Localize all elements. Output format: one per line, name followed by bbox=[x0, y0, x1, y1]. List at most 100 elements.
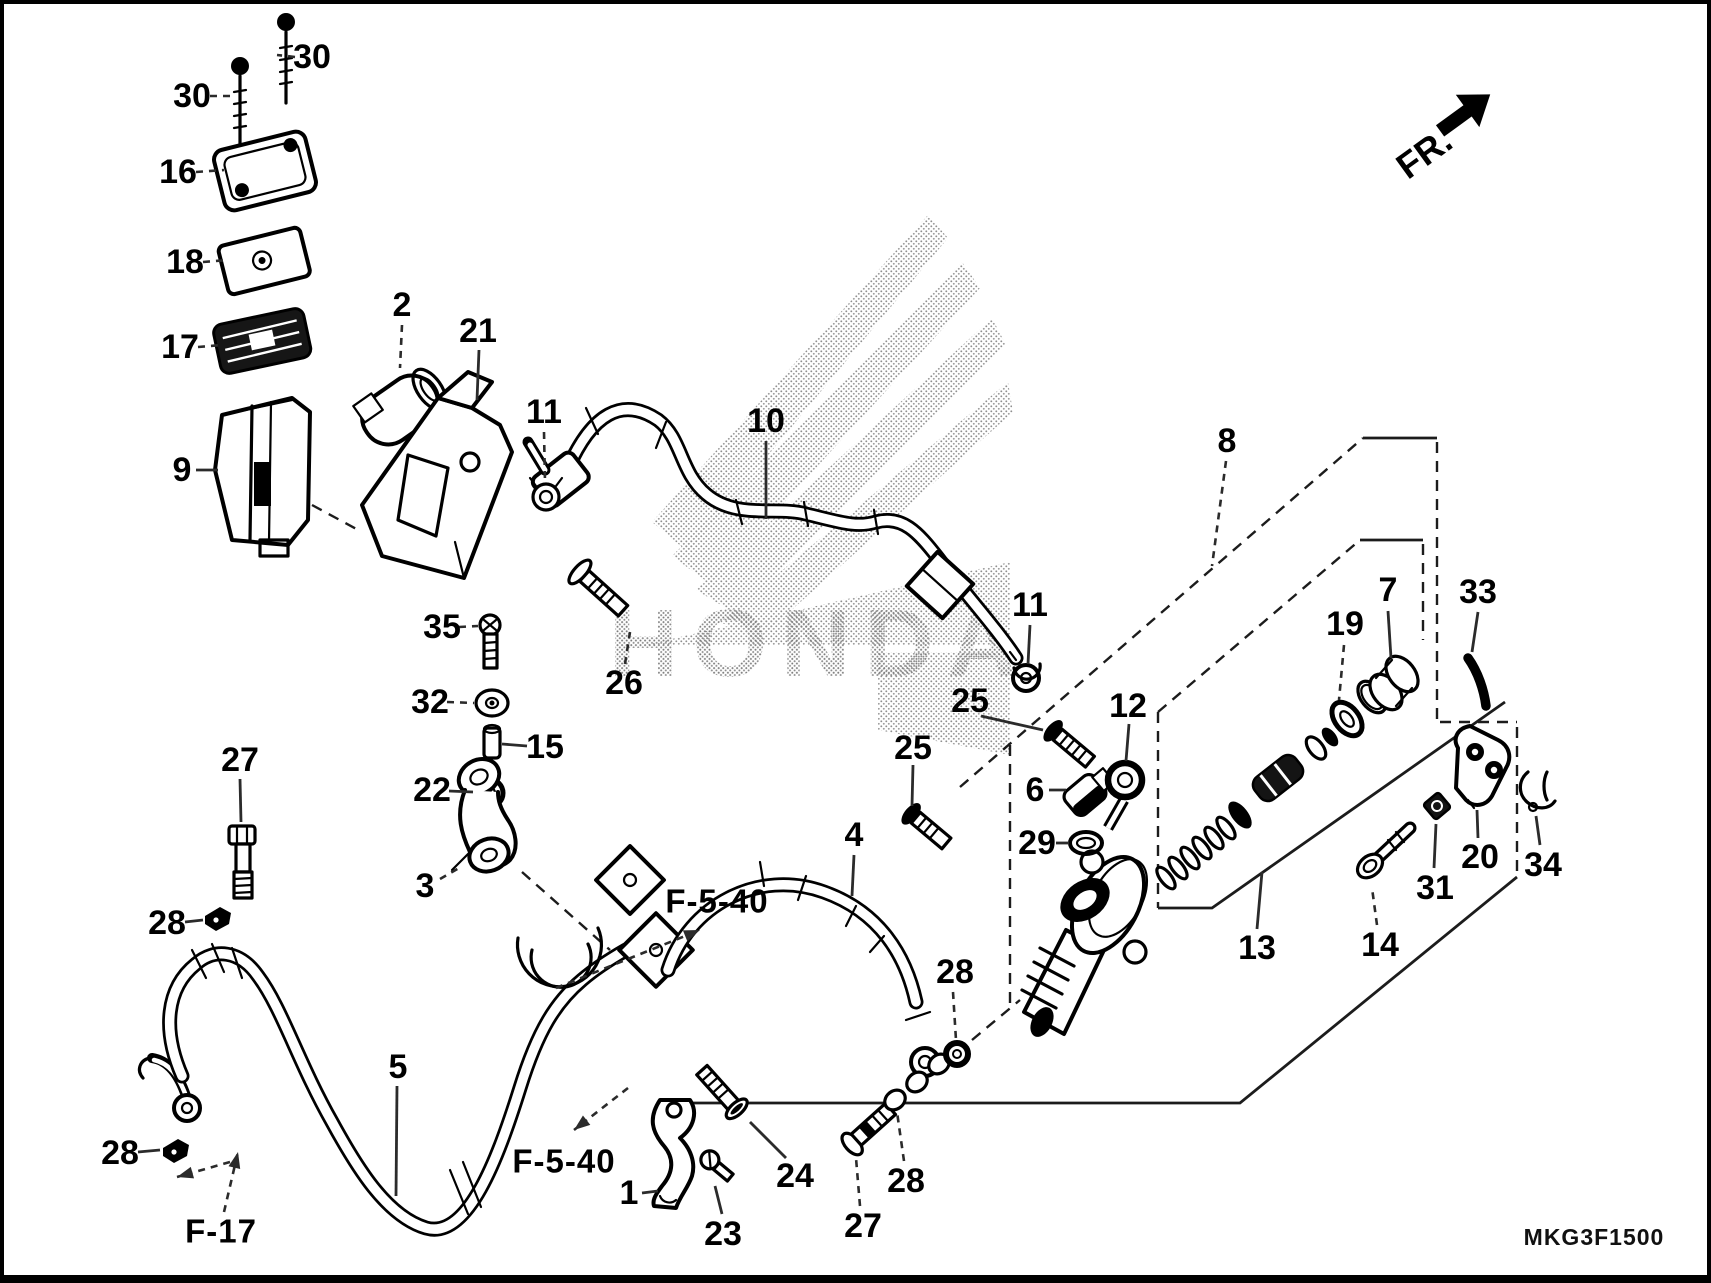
leader-line-part-1 bbox=[641, 1189, 659, 1195]
leader-line-part-17 bbox=[197, 343, 223, 349]
leader-line-part-19 bbox=[1337, 644, 1346, 701]
part-number-8: 8 bbox=[1218, 422, 1237, 460]
fr-arrow-icon bbox=[1435, 94, 1491, 137]
part-number-2: 2 bbox=[393, 286, 412, 324]
part-number-24: 24 bbox=[776, 1157, 814, 1195]
part-number-28: 28 bbox=[101, 1134, 139, 1172]
pipe-clamp-left-drawing bbox=[528, 476, 564, 512]
piston-cup-drawing bbox=[1368, 654, 1420, 712]
part-number-28: 28 bbox=[936, 953, 974, 991]
leader-line-part-24 bbox=[749, 1121, 787, 1159]
part-number-9: 9 bbox=[173, 451, 192, 489]
leader-line-part-14 bbox=[1370, 887, 1379, 926]
part-number-20: 20 bbox=[1461, 838, 1499, 876]
leader-line-part-28 bbox=[184, 918, 204, 924]
reservoir-screw-right-drawing bbox=[277, 13, 295, 105]
fr-direction-indicator: FR. bbox=[1389, 94, 1491, 187]
leader-line-part-25 bbox=[910, 764, 915, 807]
part-number-30: 30 bbox=[173, 77, 211, 115]
part-number-4: 4 bbox=[845, 816, 864, 854]
leader-line-part-27 bbox=[854, 1157, 862, 1207]
leader-line-part-32 bbox=[446, 700, 475, 705]
part-number-17: 17 bbox=[161, 328, 199, 366]
reference-labels-layer: F-5-40F-5-40F-17 bbox=[176, 883, 768, 1250]
leader-line-part-28 bbox=[951, 991, 958, 1041]
part-number-16: 16 bbox=[159, 153, 197, 191]
part-number-25: 25 bbox=[951, 682, 989, 720]
diaphragm-drawing bbox=[212, 307, 313, 375]
reservoir-screw-left-drawing bbox=[231, 57, 249, 147]
joint-bolt-drawing bbox=[1355, 821, 1417, 880]
mid-oil-bolt-drawing bbox=[840, 1101, 898, 1157]
part-number-25: 25 bbox=[894, 729, 932, 767]
reservoir-drawing bbox=[213, 396, 312, 558]
leader-line-part-18 bbox=[202, 258, 229, 264]
sealing-washers-drawing bbox=[883, 1052, 951, 1112]
part-number-3: 3 bbox=[416, 867, 435, 905]
reference-label-f-17: F-17 bbox=[185, 1213, 257, 1250]
leader-line-part-26 bbox=[623, 631, 632, 665]
hose-end-fitting-drawing bbox=[137, 1053, 202, 1123]
reservoir-cap-drawing bbox=[212, 129, 318, 213]
bracket-cover-drawing bbox=[360, 370, 514, 580]
part-number-11: 11 bbox=[526, 393, 562, 431]
part-number-30: 30 bbox=[293, 38, 331, 76]
leader-line-part-31 bbox=[1432, 823, 1438, 869]
joint-nut-small-drawing bbox=[1422, 791, 1452, 821]
part-number-19: 19 bbox=[1326, 605, 1364, 643]
cap-plate-drawing bbox=[216, 225, 312, 297]
part-number-31: 31 bbox=[1416, 869, 1454, 907]
leader-line-part-28 bbox=[137, 1148, 161, 1154]
part-number-32: 32 bbox=[411, 683, 449, 721]
part-number-28: 28 bbox=[148, 904, 186, 942]
part-number-1: 1 bbox=[620, 1174, 639, 1212]
stay-bracket-drawing bbox=[650, 1098, 697, 1210]
part-number-18: 18 bbox=[166, 243, 204, 281]
leader-line-part-33 bbox=[1470, 611, 1480, 653]
reference-arrowhead-icon-1 bbox=[574, 1115, 591, 1130]
pipe-screw-drawing bbox=[567, 558, 630, 618]
part-number-7: 7 bbox=[1379, 571, 1398, 609]
reference-arrowhead-icon-0 bbox=[682, 930, 700, 942]
leader-line-part-30 bbox=[276, 53, 296, 59]
leader-line-part-23 bbox=[713, 1185, 724, 1215]
leader-line-part-20 bbox=[1475, 809, 1480, 839]
leader-line-part-35 bbox=[458, 624, 479, 629]
part-number-11: 11 bbox=[1012, 586, 1048, 624]
pipe-clamp-right-drawing bbox=[1008, 650, 1042, 681]
part-number-27: 27 bbox=[221, 741, 259, 779]
reference-label-f-5-40: F-5-40 bbox=[665, 883, 768, 920]
part-number-23: 23 bbox=[704, 1215, 742, 1253]
leader-line-part-13 bbox=[1255, 871, 1264, 930]
stopper-bolt-drawing bbox=[478, 613, 502, 670]
hose-spiral-guard-drawing bbox=[515, 926, 604, 989]
part-number-21: 21 bbox=[459, 312, 497, 350]
leader-line-part-15 bbox=[501, 742, 528, 748]
part-number-27: 27 bbox=[844, 1207, 882, 1245]
part-number-35: 35 bbox=[423, 608, 461, 646]
leader-line-part-5 bbox=[394, 1085, 399, 1197]
part-number-22: 22 bbox=[413, 771, 451, 809]
leader-line-part-11 bbox=[1026, 624, 1032, 665]
reference-arrowhead-icon-3 bbox=[177, 1166, 195, 1179]
part-number-28: 28 bbox=[887, 1162, 925, 1200]
joint-bracket-drawing bbox=[450, 757, 518, 874]
flange-bolt-upper-drawing bbox=[1043, 720, 1097, 769]
joint-clip-drawing bbox=[1518, 770, 1557, 813]
leader-line-part-21 bbox=[475, 349, 481, 401]
part-number-33: 33 bbox=[1459, 573, 1497, 611]
part-number-26: 26 bbox=[605, 664, 643, 702]
leader-line-part-7 bbox=[1386, 610, 1393, 659]
washer-drawing bbox=[474, 688, 510, 718]
leader-lines-layer bbox=[137, 53, 1542, 1215]
part-number-13: 13 bbox=[1238, 929, 1276, 967]
construction-lines bbox=[311, 436, 1519, 1105]
part-number-5: 5 bbox=[389, 1048, 408, 1086]
master-cylinder-kit-drawing bbox=[1155, 699, 1365, 891]
drawing-code: MKG3F1500 bbox=[1524, 1224, 1665, 1250]
brake-hose-rear-drawing bbox=[162, 942, 634, 1237]
joint-pin-drawing bbox=[482, 723, 502, 760]
